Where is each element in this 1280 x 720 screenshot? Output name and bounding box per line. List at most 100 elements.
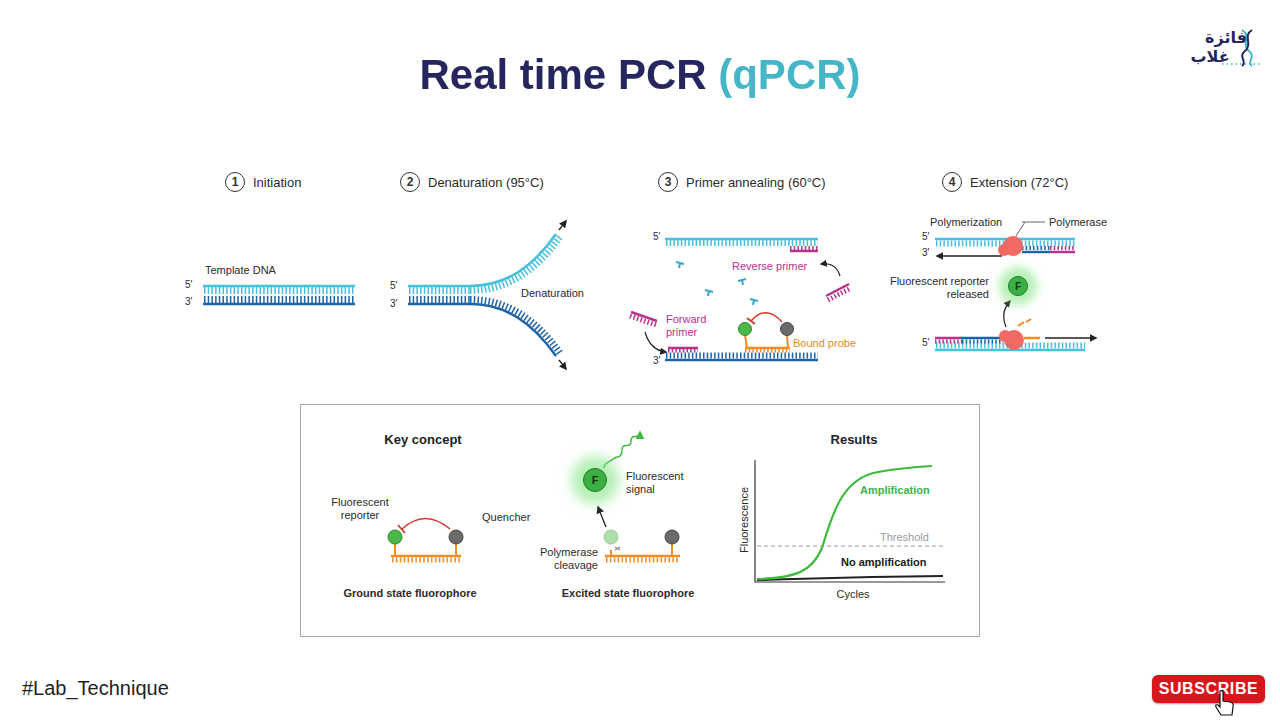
- probe-linker: [671, 543, 673, 556]
- step-number: 2Denaturation (95°C): [400, 172, 420, 192]
- probe-rungs: [745, 349, 790, 353]
- cursor-hand: [1214, 690, 1238, 718]
- release-arrow: [1004, 301, 1010, 327]
- strand-end: 3': [653, 355, 660, 367]
- reverse-primer: [790, 250, 818, 253]
- amplification-curve: [757, 466, 932, 579]
- step-heading: Extension (72°C): [970, 175, 1068, 190]
- quench-bar: [398, 525, 405, 533]
- logo-text: فائزة: [1205, 29, 1247, 47]
- direction-arrow: [559, 221, 566, 230]
- fluorophore-circle: F: [583, 468, 607, 492]
- emission-wave: [604, 432, 640, 468]
- step-heading: Initiation: [253, 175, 301, 190]
- amplification-chart: [755, 460, 945, 582]
- base-rungs: [204, 296, 355, 303]
- bound-probe: [745, 347, 790, 350]
- part-label: Fluorescent reporter: [320, 496, 400, 521]
- strand-end: 3': [390, 298, 397, 310]
- process-label: Denaturation: [521, 287, 584, 300]
- step-heading: Primer annealing (60°C): [686, 175, 826, 190]
- probe-rungs: [606, 558, 680, 563]
- page-title: Real time PCR (qPCR): [419, 52, 860, 98]
- free-nucleotide: [705, 290, 713, 296]
- strand-end: 5': [653, 231, 660, 243]
- quencher-dye: [665, 530, 679, 544]
- primer-rungs: [935, 340, 962, 344]
- quencher-dye: [781, 323, 794, 336]
- process-label: Polymerization: [930, 216, 1002, 229]
- primer-rungs: [668, 349, 698, 353]
- axis-label: Cycles: [836, 588, 869, 601]
- node-text: F: [1015, 281, 1021, 292]
- subscribe-button: SUBSCRIBE: [1152, 675, 1265, 703]
- node-text: 2: [407, 175, 414, 189]
- probe: [605, 555, 680, 558]
- strand-end: 5': [390, 280, 397, 292]
- reporter-dye: [739, 323, 752, 336]
- threshold-line: [757, 546, 943, 547]
- dna-strand: [665, 359, 818, 362]
- direction-arrow: [937, 255, 1002, 256]
- base-rungs: [204, 287, 355, 294]
- dna-strand: [935, 238, 1075, 241]
- node-text: 3: [665, 175, 672, 189]
- logo-text: غلاب: [1190, 48, 1229, 66]
- template-dna: [203, 286, 355, 304]
- step-number: 1Initiation: [225, 172, 245, 192]
- strand-end: 5': [922, 231, 929, 243]
- polymerase-blob: [1004, 330, 1024, 350]
- quencher-dye: [449, 530, 463, 544]
- part-label: Reverse primer: [732, 260, 807, 273]
- base-rungs: [409, 296, 471, 303]
- primer-rungs: [790, 246, 818, 250]
- hashtag: #Lab_Technique: [22, 677, 169, 700]
- free-nucleotide: [738, 279, 746, 285]
- probe-linker: [455, 543, 457, 556]
- release-arrow: [598, 507, 606, 527]
- state-caption: Excited state fluorophore: [562, 587, 695, 600]
- dna-strand: [665, 238, 818, 241]
- base-rungs: [666, 353, 818, 359]
- node-text: SUBSCRIBE: [1159, 680, 1259, 698]
- probe-linker: [610, 550, 612, 556]
- reverse-primer: [1050, 251, 1075, 254]
- part-label: Polymerase: [1049, 216, 1107, 229]
- dna-strand: [408, 303, 471, 306]
- base-rungs: [962, 340, 1003, 344]
- forward-primer: [935, 337, 962, 340]
- fluorophore-circle: F: [1008, 276, 1028, 296]
- part-label: Fluorescent signal: [626, 470, 696, 495]
- quench-arc: [402, 519, 450, 530]
- primer-rungs: [828, 288, 851, 300]
- probe-fragment: [1018, 319, 1031, 326]
- curve-label: No amplification: [841, 556, 927, 569]
- part-label: Polymerase cleavage: [528, 546, 598, 571]
- axis-label: Fluorescence: [738, 487, 751, 553]
- leader-line: [1022, 222, 1045, 223]
- step-number: 4Extension (72°C): [942, 172, 962, 192]
- strand-end: 3': [922, 247, 929, 259]
- probe-fragment: [1024, 337, 1040, 340]
- part-label: Bound probe: [793, 337, 856, 350]
- quench-arc: [751, 313, 782, 322]
- step-heading: Denaturation (95°C): [428, 175, 544, 190]
- polymerase-blob: [1003, 236, 1023, 256]
- dna-strand: [203, 303, 355, 306]
- probe-linker: [745, 335, 747, 348]
- quench-bar: [747, 318, 755, 324]
- new-strand: [1022, 251, 1050, 254]
- free-nucleotide: [676, 262, 684, 268]
- binding-arrow: [821, 264, 840, 276]
- state-caption: Ground state fluorophore: [343, 587, 476, 600]
- chart-axes: [755, 460, 945, 582]
- section-heading: Key concept: [384, 432, 461, 447]
- concept-panel: Key conceptResultsF: [300, 404, 980, 637]
- primer-rungs: [630, 316, 656, 325]
- probe: [391, 555, 461, 558]
- strand-end: 5': [185, 279, 192, 291]
- part-label: Fluorescent reporter released: [889, 275, 989, 300]
- free-nucleotide: [750, 299, 758, 305]
